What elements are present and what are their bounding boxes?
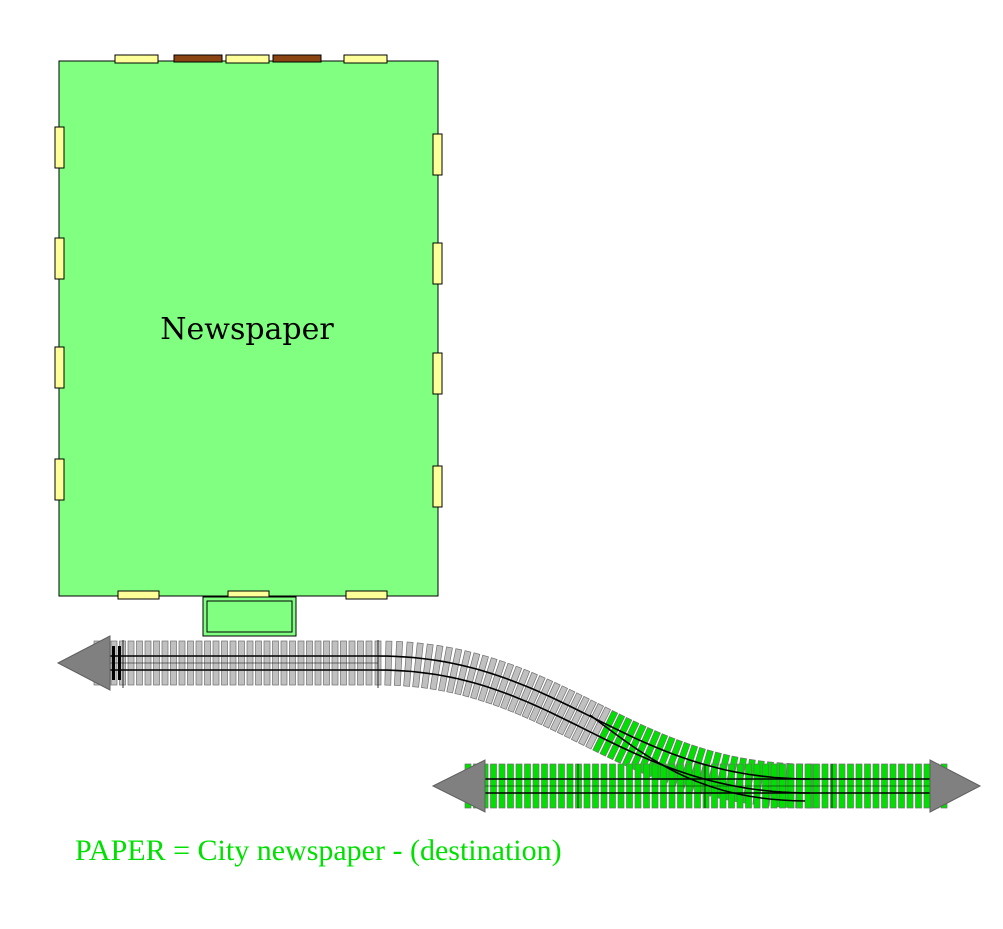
door bbox=[272, 54, 322, 63]
rail bbox=[377, 669, 811, 794]
window bbox=[432, 133, 443, 176]
track-tie bbox=[599, 713, 626, 757]
track-tie bbox=[438, 646, 453, 692]
rail bbox=[589, 714, 806, 802]
track-tie bbox=[485, 659, 506, 705]
track-tie bbox=[592, 710, 619, 754]
track-tie bbox=[606, 716, 633, 761]
track-tie bbox=[492, 662, 515, 708]
legend-text: PAPER = City newspaper - (destination) bbox=[75, 834, 562, 867]
track-end-arrow-left[interactable] bbox=[56, 635, 111, 691]
building-body bbox=[58, 60, 439, 597]
track-tie bbox=[470, 654, 489, 700]
track-tie bbox=[393, 641, 403, 687]
track-tie bbox=[549, 688, 576, 732]
track-tie bbox=[421, 643, 434, 689]
track-tie bbox=[578, 703, 604, 746]
window bbox=[432, 465, 443, 508]
track-tie bbox=[528, 678, 554, 723]
window bbox=[225, 54, 270, 64]
track-tie bbox=[454, 650, 472, 696]
window bbox=[54, 126, 65, 169]
building-label: Newspaper bbox=[160, 312, 334, 347]
track-tie bbox=[542, 685, 569, 729]
window bbox=[117, 590, 160, 600]
track-tie bbox=[477, 657, 498, 702]
track-tie bbox=[403, 641, 414, 687]
window bbox=[54, 346, 65, 389]
track-tie bbox=[429, 644, 444, 691]
track-tie bbox=[412, 642, 424, 688]
track-tie bbox=[462, 652, 481, 698]
track-tie bbox=[621, 723, 647, 768]
track-ties bbox=[93, 640, 948, 809]
newspaper-building: Newspaper bbox=[54, 54, 443, 637]
track-tie bbox=[563, 695, 590, 739]
track-tie bbox=[521, 675, 546, 719]
track-tie bbox=[446, 648, 463, 694]
track-tie bbox=[535, 681, 561, 726]
track-tie bbox=[585, 706, 612, 750]
window bbox=[432, 242, 443, 285]
window bbox=[54, 237, 65, 280]
window bbox=[114, 54, 159, 64]
window bbox=[54, 458, 65, 501]
track-tie bbox=[570, 699, 597, 743]
track-tie bbox=[556, 692, 583, 736]
track-tie bbox=[507, 668, 531, 713]
door bbox=[173, 54, 223, 63]
window bbox=[432, 352, 443, 395]
window bbox=[345, 590, 388, 600]
track-tie bbox=[500, 665, 523, 710]
track-end-arrow-right[interactable] bbox=[929, 759, 982, 813]
track-rails bbox=[95, 640, 945, 808]
window bbox=[343, 54, 388, 64]
track-tie bbox=[384, 640, 393, 686]
track-end-arrow-left-2[interactable] bbox=[431, 759, 486, 813]
loading-dock bbox=[202, 596, 297, 637]
loading-dock-inner bbox=[206, 600, 293, 633]
track-tie bbox=[514, 671, 538, 716]
